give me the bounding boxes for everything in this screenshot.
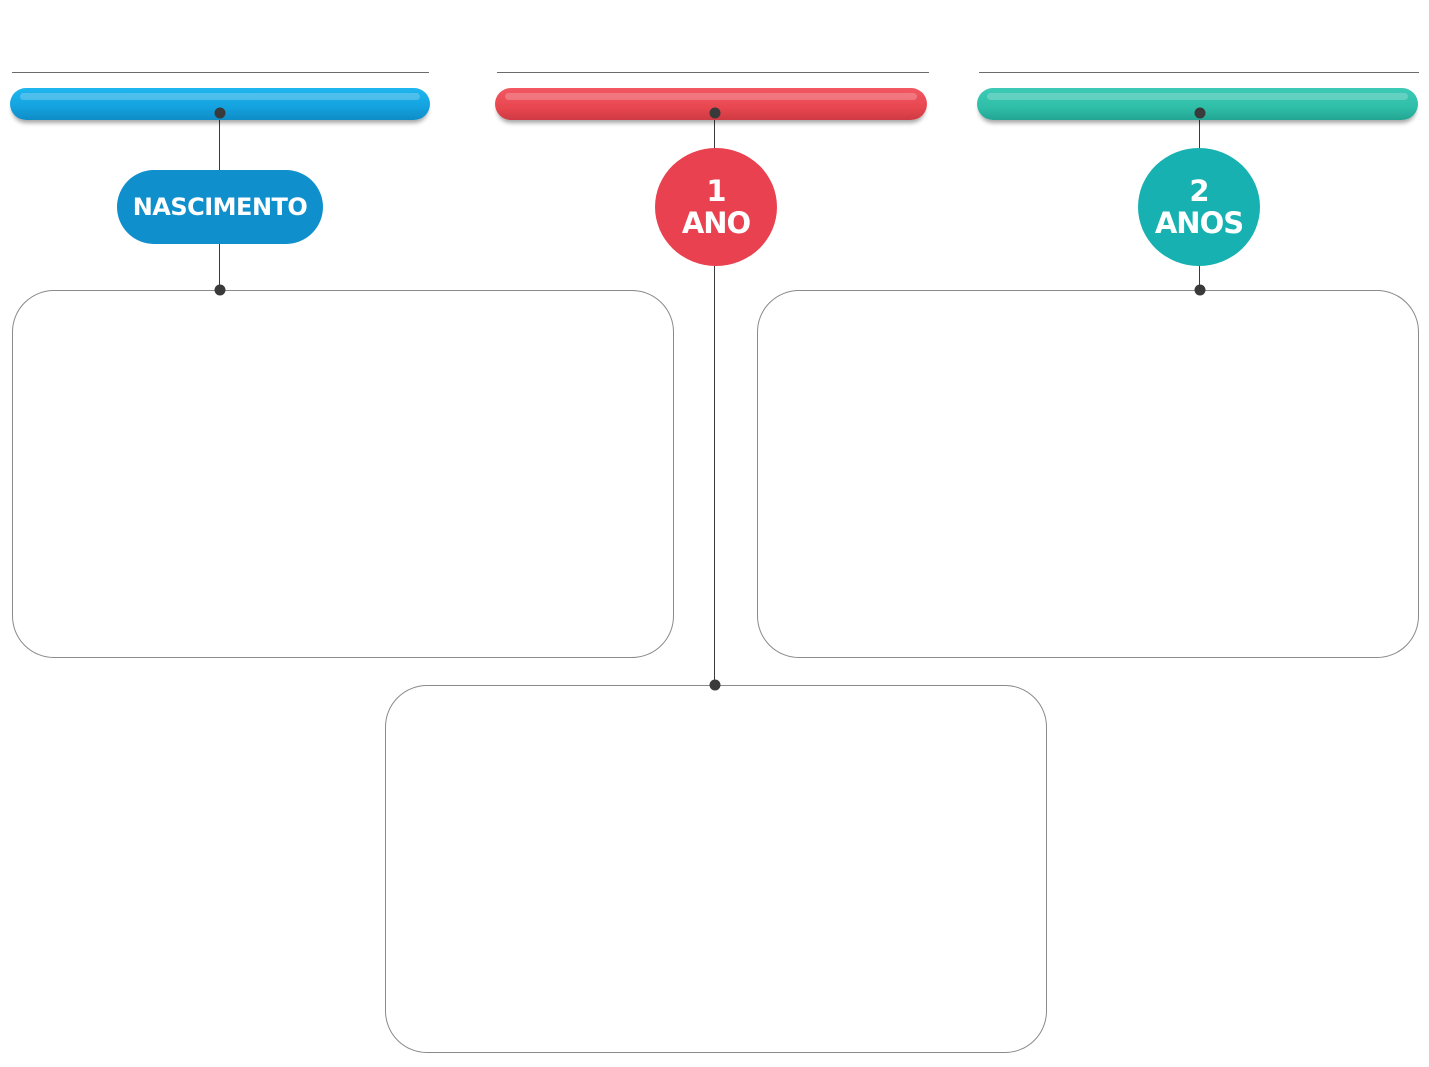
box-dot-2-anos — [1194, 284, 1206, 296]
box-dot-1-ano — [709, 679, 721, 691]
answer-box-2-anos — [757, 290, 1419, 658]
box-dot-nascimento — [214, 284, 226, 296]
answer-box-nascimento — [12, 290, 674, 658]
stage-label-nascimento: NASCIMENTO — [117, 170, 323, 244]
stage-label-number: 1 — [706, 174, 726, 208]
top-rule-3 — [979, 72, 1419, 73]
stage-label-text: ANO — [681, 206, 751, 240]
stage-label-text: ANOS — [1154, 206, 1244, 240]
top-rule-2 — [497, 72, 929, 73]
timeline-bar-nascimento — [10, 88, 430, 120]
answer-box-1-ano — [385, 685, 1047, 1053]
top-rule-1 — [12, 72, 429, 73]
stage-label-number: 2 — [1189, 174, 1209, 208]
bar-dot-2-anos — [1194, 107, 1206, 119]
stage-label-2-anos: 2 ANOS — [1138, 148, 1260, 266]
bar-dot-1-ano — [709, 107, 721, 119]
bar-dot-nascimento — [214, 107, 226, 119]
stage-label-1-ano: 1 ANO — [655, 148, 777, 266]
connector-1-ano — [714, 113, 715, 685]
stage-label-text: NASCIMENTO — [132, 193, 308, 221]
